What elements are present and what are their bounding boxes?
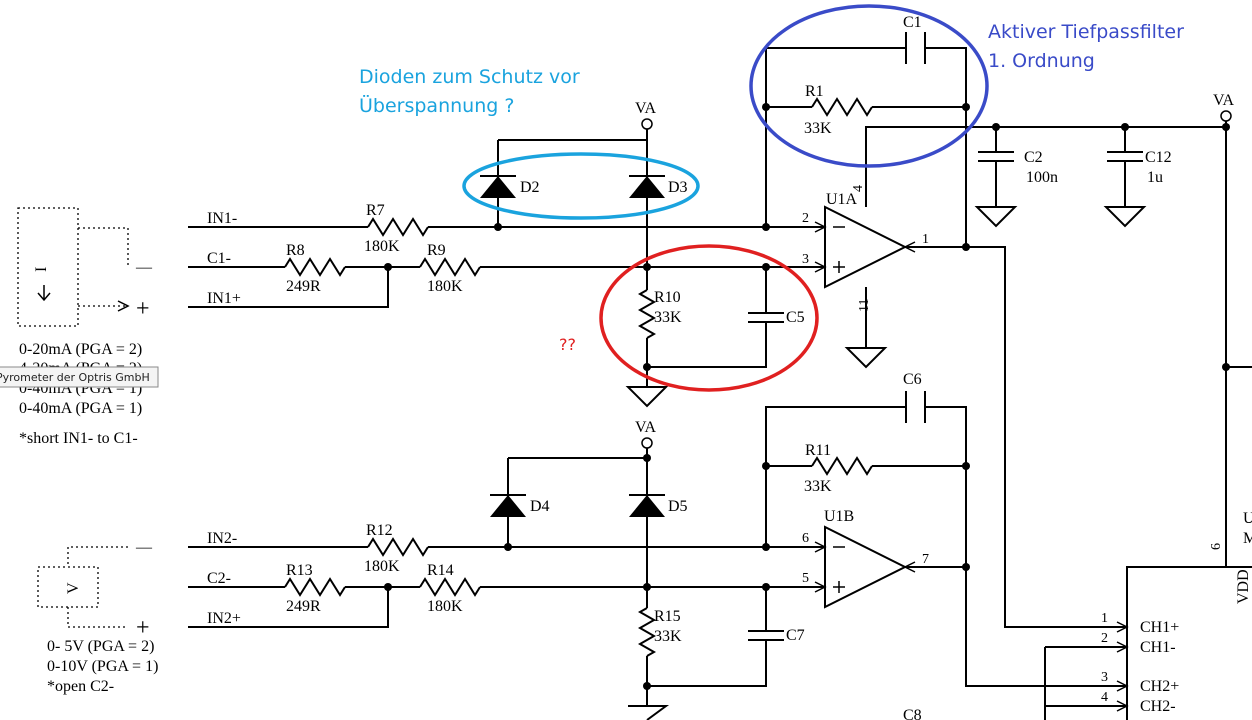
voltage-source-symbol: V	[65, 582, 82, 594]
r1-value: 33K	[804, 120, 832, 137]
r10-value: 33K	[654, 309, 682, 326]
va-label-1: VA	[635, 100, 656, 117]
adc-vdd: VDD	[1235, 569, 1252, 604]
net-label-in2-minus: IN2-	[207, 530, 237, 547]
tooltip-box	[0, 366, 159, 388]
d3-label: D3	[668, 179, 688, 196]
note-voltage-1: 0- 5V (PGA = 2)	[47, 638, 154, 655]
d4-label: D4	[530, 498, 550, 515]
d2-label: D2	[520, 179, 540, 196]
u1b-label: U1B	[824, 508, 854, 525]
annotation-question-marks: ??	[559, 335, 576, 354]
c7-label: C7	[786, 627, 805, 644]
r15-value: 33K	[654, 628, 682, 645]
adc-ch1m: CH1-	[1140, 639, 1176, 656]
r14-name: R14	[427, 562, 454, 579]
terminal-minus-2: —	[135, 539, 153, 556]
highlight-ellipse-diodes	[462, 152, 700, 220]
adc-partial-m: M	[1243, 530, 1252, 547]
r7-name: R7	[366, 202, 385, 219]
net-label-in2-plus: IN2+	[207, 610, 241, 627]
u1a-pin2: 2	[802, 211, 809, 226]
r11-name: R11	[805, 442, 831, 459]
c12-value: 1u	[1147, 169, 1163, 186]
highlight-ellipse-filter	[749, 4, 989, 168]
voltage-source: V	[37, 546, 128, 628]
net-label-in1-minus: IN1-	[207, 210, 237, 227]
va-label-right: VA	[1213, 92, 1234, 109]
r9-value: 180K	[427, 278, 463, 295]
tooltip-text: Pyrometer der Optris GmbH	[0, 371, 150, 384]
terminal-plus-1: +	[136, 296, 150, 322]
r9-name: R9	[427, 242, 446, 259]
r12-name: R12	[366, 522, 393, 539]
u1a-pin11: 11	[857, 299, 872, 312]
annotation-filter-line1: Aktiver Tiefpassfilter	[988, 21, 1184, 43]
note-current-5: *short IN1- to C1-	[19, 430, 138, 447]
note-voltage-2: 0-10V (PGA = 1)	[47, 658, 158, 675]
r14-value: 180K	[427, 598, 463, 615]
terminal-plus-2: +	[136, 615, 150, 641]
highlight-ellipse-r10-c5	[599, 244, 819, 392]
c12-name: C12	[1145, 149, 1172, 166]
c5-label: C5	[786, 309, 805, 326]
r1-name: R1	[805, 83, 824, 100]
r10-name: R10	[654, 289, 681, 306]
note-current-1: 0-20mA (PGA = 2)	[19, 341, 142, 358]
r11-value: 33K	[804, 478, 832, 495]
c2-value: 100n	[1026, 169, 1058, 186]
adc-ch2p: CH2+	[1140, 678, 1179, 695]
adc-pin4: 4	[1101, 690, 1108, 705]
d5-label: D5	[668, 498, 688, 515]
u1a-label: U1A	[826, 191, 858, 208]
r12-value: 180K	[364, 558, 400, 575]
u1b-pin7: 7	[922, 552, 929, 567]
r7-value: 180K	[364, 238, 400, 255]
adc-partial-u: U	[1243, 510, 1252, 527]
adc-pin1: 1	[1101, 611, 1108, 626]
net-label-c2-minus: C2-	[207, 570, 231, 587]
current-source: I	[17, 207, 130, 327]
adc-pin3: 3	[1101, 670, 1108, 685]
u1a-pin4: 4	[851, 185, 866, 192]
va-label-2: VA	[635, 419, 656, 436]
r8-value: 249R	[286, 278, 321, 295]
c2-name: C2	[1024, 149, 1043, 166]
u1b-pin6: 6	[802, 531, 809, 546]
net-label-in1-plus: IN1+	[207, 290, 241, 307]
u1b-pin5: 5	[802, 571, 809, 586]
note-voltage-3: *open C2-	[47, 678, 114, 695]
annotation-diodes-line2: Überspannung ?	[359, 94, 514, 117]
annotation-filter-line2: 1. Ordnung	[988, 50, 1095, 72]
c8-label: C8	[903, 707, 922, 720]
c1-label: C1	[903, 14, 922, 31]
u1a-pin3: 3	[802, 252, 809, 267]
adc-ch2m: CH2-	[1140, 698, 1176, 715]
r15-name: R15	[654, 608, 681, 625]
u1a-pin1: 1	[922, 232, 929, 247]
adc-pin2: 2	[1101, 631, 1108, 646]
r13-value: 249R	[286, 598, 321, 615]
adc-pin6: 6	[1209, 543, 1224, 550]
r13-name: R13	[286, 562, 313, 579]
adc-ch1p: CH1+	[1140, 619, 1179, 636]
r8-name: R8	[286, 242, 305, 259]
terminal-minus-1: —	[135, 259, 153, 276]
c6-label: C6	[903, 371, 922, 388]
annotation-diodes-line1: Dioden zum Schutz vor	[359, 66, 580, 88]
current-source-symbol: I	[33, 267, 50, 272]
net-label-c1-minus: C1-	[207, 250, 231, 267]
note-current-4: 0-40mA (PGA = 1)	[19, 400, 142, 417]
